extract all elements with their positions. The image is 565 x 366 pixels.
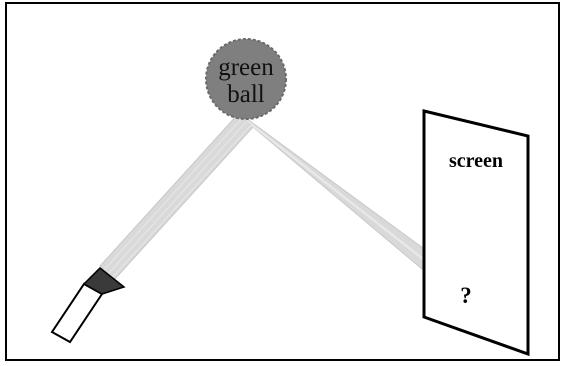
figure-frame <box>5 2 560 361</box>
ball-label-line2: ball <box>227 81 265 108</box>
screen-label: screen <box>449 150 503 172</box>
ball-icon: green ball <box>205 38 287 120</box>
incident-light-beam <box>99 112 254 281</box>
ball-label-line1: green <box>218 54 274 81</box>
flashlight-icon <box>50 266 126 344</box>
screen-panel-icon: screen ? <box>422 109 530 357</box>
screen-question-mark: ? <box>460 283 472 308</box>
